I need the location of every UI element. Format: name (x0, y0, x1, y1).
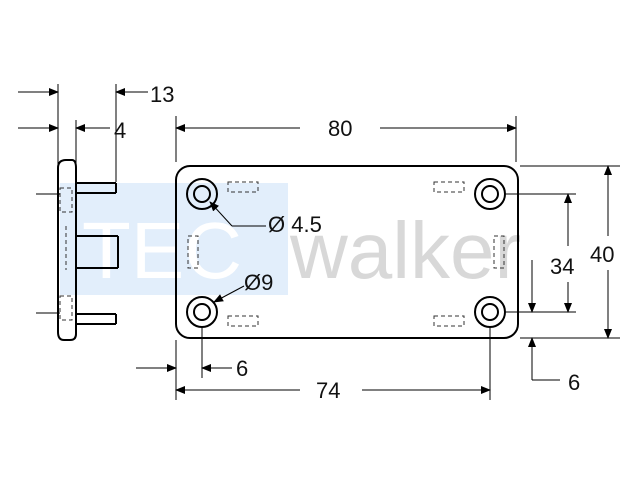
front-dimension-lines (136, 116, 620, 400)
mounting-holes (186, 178, 506, 328)
side-dimension-lines (18, 84, 148, 182)
watermark-prefix: TEC (82, 206, 242, 295)
dim-hole-diameter: Ø 4.5 (268, 212, 322, 237)
watermark-box (60, 183, 288, 295)
dim-side-step: 4 (114, 118, 126, 143)
front-view (175, 165, 519, 339)
dim-overall-height: 40 (590, 242, 614, 267)
dim-overall-length: 80 (328, 116, 352, 141)
dim-counterbore-diameter: Ø9 (244, 270, 273, 295)
watermark-suffix: walker (289, 206, 521, 295)
dim-hole-offset-bottom: 6 (568, 370, 580, 395)
plate-outline (175, 165, 519, 339)
dim-hole-spacing-vertical: 34 (550, 254, 574, 279)
dim-hole-offset-left: 6 (236, 356, 248, 381)
watermark: TEC walker (60, 183, 521, 295)
hidden-lines (187, 181, 505, 327)
dim-side-thickness: 13 (150, 82, 174, 107)
side-view (36, 159, 119, 341)
dim-hole-spacing-horizontal: 74 (316, 378, 340, 403)
